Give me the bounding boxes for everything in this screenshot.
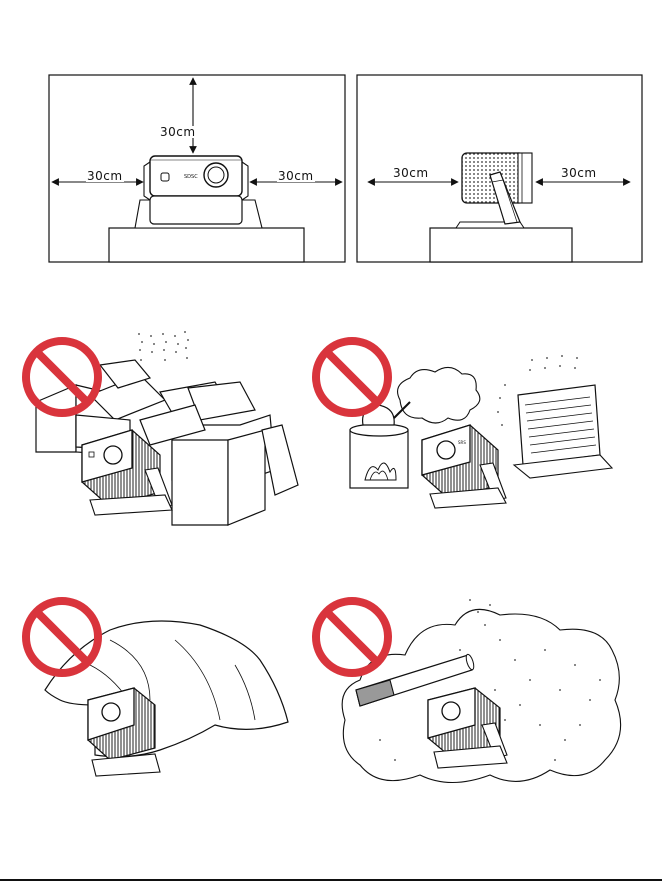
projector-rear-view [462,153,532,224]
bottom-rule [0,879,662,881]
prohibit-icon [316,341,388,413]
rear-left-clearance-label: 30cm [392,167,430,179]
projector-badge-small: SRS [458,440,466,445]
warning-covered-illustration [45,621,288,776]
prohibit-icon [26,601,98,673]
projector-badge: SDSC [184,174,198,180]
left-clearance-label: 30cm [86,170,124,182]
right-clearance-label: 30cm [277,170,315,182]
top-clearance-label: 30cm [159,126,197,138]
rear-right-clearance-label: 30cm [560,167,598,179]
projector-under-cloth [88,688,160,776]
warning-boxes-illustration [36,331,298,525]
prohibit-icon [316,601,388,673]
projector-near-heat: SRS [422,425,506,508]
projector-front-view: SDSC [144,156,248,224]
